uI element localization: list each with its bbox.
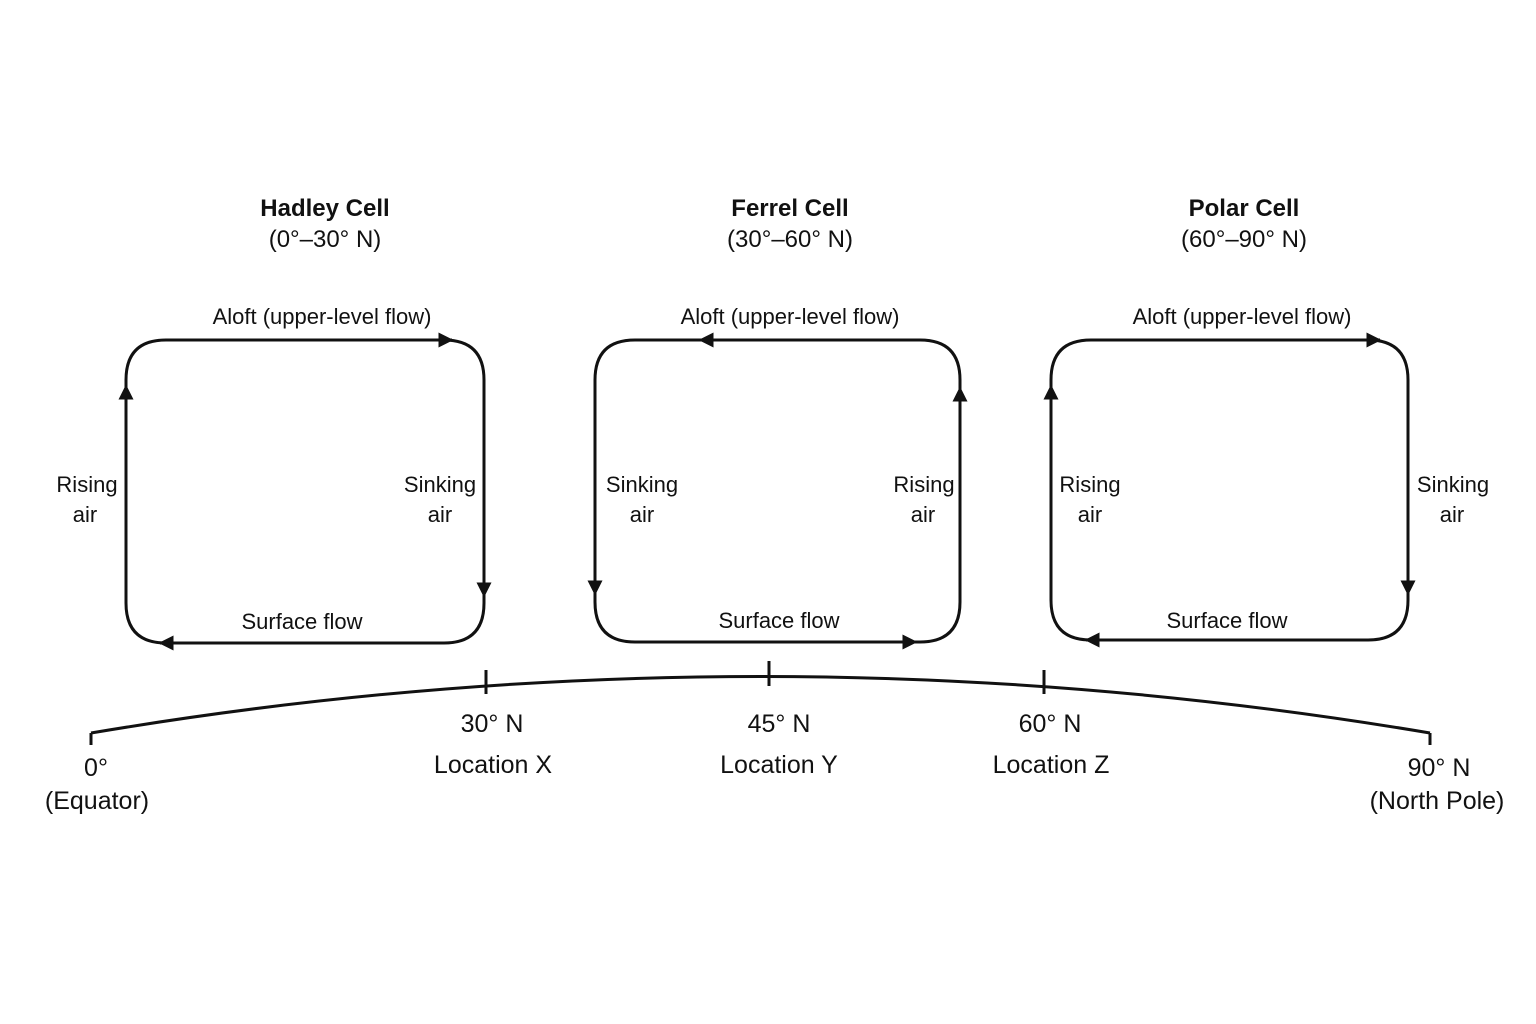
- polar-left-label-line2: air: [1078, 502, 1102, 527]
- hadley-left-label-line1: Rising: [56, 472, 117, 497]
- ferrel-aloft-label: Aloft (upper-level flow): [681, 304, 900, 329]
- hadley-cell-title: Hadley Cell: [260, 195, 389, 222]
- hadley-left-label-line2: air: [73, 502, 97, 527]
- ferrel-cell-range: (30°–60° N): [727, 226, 853, 253]
- hadley-right-label-line2: air: [428, 502, 452, 527]
- ferrel-surface-label: Surface flow: [718, 608, 839, 633]
- polar-aloft-label: Aloft (upper-level flow): [1133, 304, 1352, 329]
- tick-sublabel-90n: (North Pole): [1370, 787, 1505, 815]
- polar-cell-title: Polar Cell: [1189, 195, 1300, 222]
- tick-label-60n: 60° N: [1019, 710, 1082, 738]
- hadley-cell-range: (0°–30° N): [269, 226, 382, 253]
- ferrel-cell: Ferrel Cell (30°–60° N) Aloft (upper-lev…: [587, 195, 968, 650]
- hadley-aloft-label: Aloft (upper-level flow): [213, 304, 432, 329]
- ferrel-circulation-loop: [593, 338, 962, 644]
- polar-circulation-loop: [1049, 338, 1410, 642]
- ferrel-left-label-line1: Sinking: [606, 472, 678, 497]
- polar-right-label-line2: air: [1440, 502, 1464, 527]
- hadley-circulation-loop: [124, 338, 486, 645]
- earth-surface-arc: [90, 675, 1431, 735]
- tick-label-0: 0°: [84, 754, 108, 782]
- polar-left-label-line1: Rising: [1059, 472, 1120, 497]
- tick-sublabel-0: (Equator): [45, 787, 149, 815]
- polar-cell-range: (60°–90° N): [1181, 226, 1307, 253]
- tick-label-90n: 90° N: [1408, 754, 1471, 782]
- ferrel-cell-title: Ferrel Cell: [731, 195, 848, 222]
- ferrel-right-label-line2: air: [911, 502, 935, 527]
- hadley-cell: Hadley Cell (0°–30° N) Aloft (upper-leve…: [56, 195, 492, 651]
- polar-cell: Polar Cell (60°–90° N) Aloft (upper-leve…: [1043, 195, 1489, 648]
- tick-sublabel-30n: Location X: [434, 751, 552, 779]
- polar-surface-label: Surface flow: [1166, 608, 1287, 633]
- tick-sublabel-45n: Location Y: [720, 751, 838, 779]
- polar-right-label-line1: Sinking: [1417, 472, 1489, 497]
- hadley-right-label-line1: Sinking: [404, 472, 476, 497]
- latitude-axis: 0° (Equator) 30° N Location X 45° N Loca…: [45, 661, 1504, 815]
- tick-label-30n: 30° N: [461, 710, 524, 738]
- hadley-surface-label: Surface flow: [241, 609, 362, 634]
- tick-label-45n: 45° N: [748, 710, 811, 738]
- ferrel-right-label-line1: Rising: [893, 472, 954, 497]
- ferrel-left-label-line2: air: [630, 502, 654, 527]
- tick-sublabel-60n: Location Z: [993, 751, 1110, 779]
